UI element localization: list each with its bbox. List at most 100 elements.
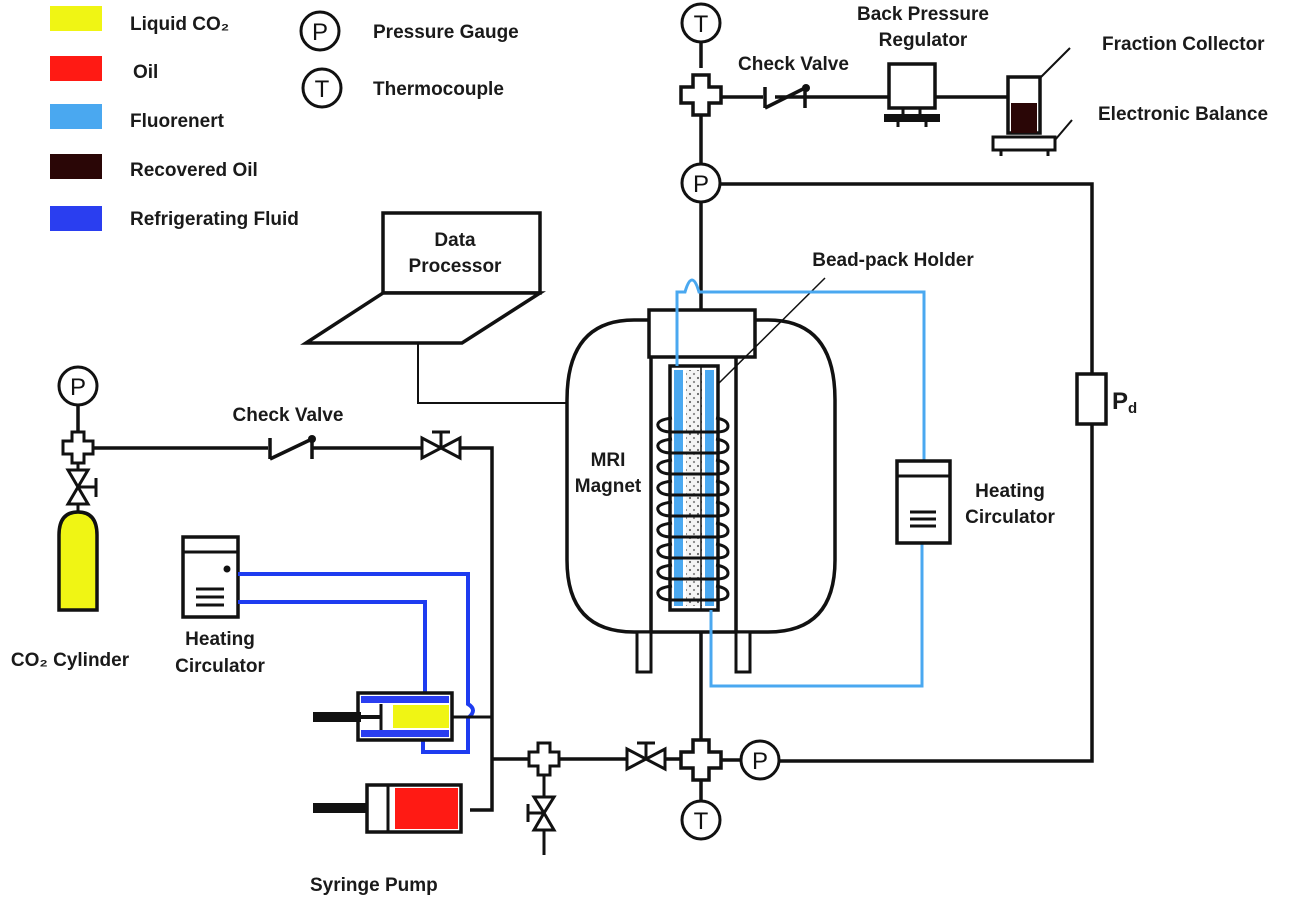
refrigerating-line-outer (238, 572, 475, 754)
syringe-pump-co2-icon (313, 691, 454, 742)
data-processor-label-line2: Processor (409, 256, 503, 277)
magnet-leg-icon (635, 630, 653, 674)
heating-circulator-left-icon (181, 535, 240, 619)
fluorenert-line-supply (675, 278, 926, 462)
magnet-leg-icon (734, 630, 752, 674)
co2-supply: P CO₂ Cylinder Check Valve (11, 365, 494, 812)
drain-valve-icon (526, 775, 557, 855)
cylinder-valve-icon (65, 463, 98, 512)
pd-label-main: P (1112, 388, 1128, 415)
check-valve-top-label: Check Valve (738, 54, 849, 75)
pd-label: Pd (1112, 388, 1137, 417)
shutoff-valve-inlet-icon (420, 430, 462, 461)
mri-magnet-cap-icon (647, 308, 757, 359)
shutoff-valve-core-inlet-icon (625, 741, 667, 772)
differential-pressure-transducer-icon (1075, 372, 1108, 426)
legend-swatch-refrigerating-fluid (50, 206, 102, 231)
pressure-gauge-inlet-icon: P (739, 739, 781, 781)
data-processor-label-line1: Data (434, 230, 476, 251)
data-cable (417, 343, 567, 404)
cross-fitting-co2-icon (61, 430, 95, 465)
refrigerating-line-inner (238, 600, 427, 693)
pressure-gauge-upper-letter: P (693, 171, 709, 198)
heating-circulator-right-label-line1: Heating (975, 481, 1045, 502)
leader-line (716, 277, 826, 386)
bead-pack-holder: Bead-pack Holder (656, 250, 974, 612)
cross-fitting-core-inlet-icon (679, 738, 723, 782)
back-pressure-regulator-icon (884, 62, 940, 127)
rf-coil-icon (656, 416, 730, 602)
data-processor-screen-icon (381, 211, 542, 295)
fluorenert-line-return (709, 543, 924, 688)
data-processor-keyboard-icon (300, 291, 546, 345)
bpr-label-line1: Back Pressure (857, 4, 989, 25)
legend-label-thermocouple: Thermocouple (373, 79, 504, 100)
rf-coil-turn (656, 458, 730, 476)
rf-coil-turn (656, 563, 730, 581)
leader-line (1039, 47, 1071, 79)
differential-pressure-loop: Pd (720, 182, 1137, 763)
pipe-segment (762, 424, 1094, 763)
syringe-pump-label: Syringe Pump (310, 875, 438, 896)
rf-coil-turn (656, 437, 730, 455)
thermocouple-top-icon: T (680, 2, 722, 44)
legend-label-fluorenert: Fluorenert (130, 111, 225, 132)
fraction-collector-label: Fraction Collector (1102, 34, 1265, 55)
rf-coil-turn (656, 542, 730, 560)
leader-line (1054, 119, 1073, 141)
fluorenert-jacket-left (674, 370, 683, 606)
legend: Liquid CO₂ Oil Fluorenert Recovered Oil … (50, 6, 519, 231)
rf-coil-turn (656, 416, 730, 434)
legend-pressure-gauge-icon: P (299, 10, 341, 52)
heating-circulator-right-label-line2: Circulator (965, 507, 1055, 528)
cross-fitting-top-icon (679, 73, 723, 117)
legend-label-oil: Oil (133, 62, 158, 83)
legend-thermocouple-icon: T (301, 67, 343, 109)
inlet-manifold: P T (492, 738, 781, 855)
check-valve-left-label: Check Valve (233, 405, 344, 426)
bead-pack-core (686, 370, 702, 606)
rf-coil-turn (656, 584, 730, 602)
pressure-gauge-co2-letter: P (70, 374, 86, 401)
heating-circulator-left-label-line2: Circulator (175, 656, 265, 677)
bead-pack-holder-label: Bead-pack Holder (812, 250, 974, 271)
pressure-gauge-co2-icon: P (57, 365, 99, 407)
legend-pressure-gauge-letter: P (312, 19, 328, 46)
mri-label-line1: MRI (591, 450, 626, 471)
heating-circulator-right: Heating Circulator (895, 459, 1055, 545)
rf-coil-turn (656, 521, 730, 539)
co2-cylinder-label: CO₂ Cylinder (11, 650, 130, 671)
pipe-segment (720, 182, 1094, 374)
heating-circulator-left-label-line1: Heating (185, 629, 255, 650)
electronic-balance-label: Electronic Balance (1098, 104, 1268, 125)
fraction-collector-icon (1006, 75, 1042, 135)
thermocouple-inlet-icon: T (680, 799, 722, 841)
outlet-line: T Check Valve Back Pressure Regulator (679, 2, 1268, 742)
legend-swatch-recovered-oil (50, 154, 102, 179)
legend-swatch-oil (50, 56, 102, 81)
check-valve-left-icon (268, 435, 316, 461)
fluorenert-loop (675, 278, 926, 688)
legend-label-pressure-gauge: Pressure Gauge (373, 22, 519, 43)
legend-label-liquid-co2: Liquid CO₂ (130, 14, 229, 35)
legend-label-recovered-oil: Recovered Oil (130, 160, 258, 181)
pressure-gauge-inlet-letter: P (752, 748, 768, 775)
rf-coil-turn (656, 479, 730, 497)
legend-swatch-liquid-co2 (50, 6, 102, 31)
heating-circulator-right-icon (895, 459, 952, 545)
pd-label-subscript: d (1128, 400, 1137, 417)
check-valve-top-icon (763, 84, 810, 110)
legend-thermocouple-letter: T (315, 76, 330, 103)
thermocouple-top-letter: T (694, 11, 709, 38)
heating-circulator-left: Heating Circulator (175, 535, 475, 754)
mri-label-line2: Magnet (575, 476, 642, 497)
co2-cylinder-icon (57, 510, 99, 612)
pressure-gauge-upper-icon: P (680, 162, 722, 204)
bpr-label-line2: Regulator (879, 30, 968, 51)
data-processor: Data Processor (300, 211, 567, 404)
fluorenert-jacket-right (705, 370, 714, 606)
electronic-balance-icon (991, 135, 1057, 156)
rf-coil-turn (656, 500, 730, 518)
pipe-segment (460, 446, 494, 812)
